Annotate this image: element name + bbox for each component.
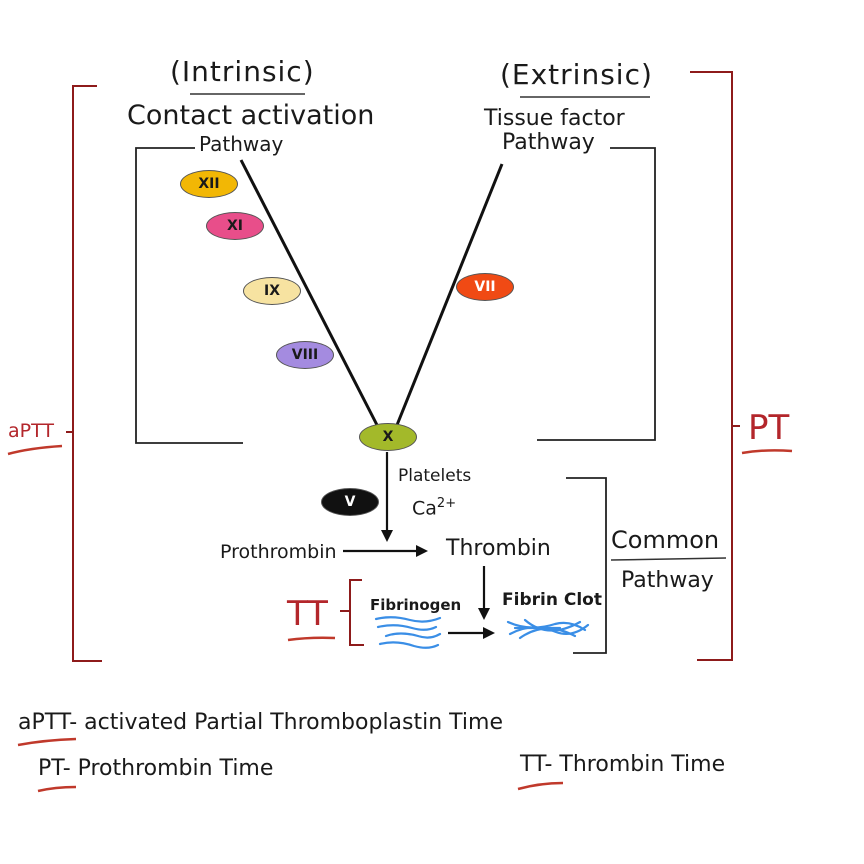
- legend-aptt-abbr: aPTT: [18, 710, 70, 735]
- extrinsic-tag: (Extrinsic): [500, 58, 653, 91]
- factor-viii: VIII: [276, 341, 334, 369]
- platelets-label: Platelets: [398, 466, 472, 486]
- common-label: Common: [611, 526, 720, 554]
- calcium-symbol: Ca: [412, 497, 437, 520]
- x-arrowhead: [381, 530, 393, 542]
- factor-v: V: [321, 488, 379, 516]
- intrinsic-title: Contact activation: [127, 100, 375, 131]
- intrinsic-tag: (Intrinsic): [170, 55, 315, 88]
- fibrinogen-arrowhead: [483, 627, 495, 639]
- legend-pt-underline: [37, 785, 77, 793]
- legend-tt: TT- Thrombin Time: [520, 752, 725, 777]
- thrombin-arrowhead: [478, 608, 490, 620]
- fibrinogen-strands-icon: [374, 616, 442, 649]
- legend-aptt: aPTT- activated Partial Thromboplastin T…: [18, 710, 503, 735]
- legend-aptt-underline: [17, 737, 77, 747]
- legend-pt-text: - Prothrombin Time: [62, 756, 274, 781]
- factor-vii-label: VII: [474, 279, 496, 295]
- factor-xii-label: XII: [198, 176, 220, 192]
- tt-bracket-label: TT: [287, 594, 328, 634]
- factor-xi: XI: [206, 212, 264, 240]
- pt-bracket-label: PT: [748, 408, 790, 448]
- tt-bracket: [349, 579, 364, 646]
- intrinsic-line: [239, 159, 379, 426]
- pathway-label: Pathway: [621, 568, 714, 593]
- aptt-underline: [7, 444, 63, 456]
- pt-underline: [741, 449, 793, 455]
- legend-tt-abbr: TT: [520, 752, 545, 777]
- aptt-bracket-label: aPTT: [8, 420, 54, 442]
- pt-bracket: [690, 71, 733, 661]
- intrinsic-bracket: [135, 147, 243, 444]
- extrinsic-bracket: [537, 147, 656, 441]
- factor-x: X: [359, 423, 417, 451]
- factor-viii-label: VIII: [291, 347, 319, 363]
- calcium-label: Ca2+: [412, 496, 456, 519]
- factor-vii: VII: [456, 273, 514, 301]
- legend-tt-underline: [517, 781, 564, 791]
- extrinsic-subtitle: Pathway: [502, 130, 595, 155]
- common-bracket: [566, 477, 607, 654]
- prothrombin-arrowhead: [416, 545, 428, 557]
- factor-ix: IX: [243, 277, 301, 305]
- legend-aptt-text: - activated Partial Thromboplastin Time: [69, 710, 504, 735]
- fibrin-clot-icon: [506, 618, 590, 640]
- intrinsic-subtitle: Pathway: [199, 132, 284, 156]
- legend-pt-abbr: PT: [38, 756, 63, 781]
- factor-ix-label: IX: [263, 283, 280, 299]
- legend-pt: PT- Prothrombin Time: [38, 756, 273, 781]
- legend-tt-text: - Thrombin Time: [544, 752, 726, 777]
- common-underline: [610, 557, 727, 561]
- factor-xi-label: XI: [226, 218, 243, 234]
- extrinsic-title: Tissue factor: [484, 106, 625, 131]
- extrinsic-line: [395, 163, 504, 426]
- factor-xii: XII: [180, 170, 238, 198]
- aptt-bracket: [72, 85, 102, 662]
- factor-v-label: V: [344, 494, 356, 510]
- thrombin-label: Thrombin: [446, 536, 551, 561]
- factor-x-label: X: [382, 429, 394, 445]
- fibrin-clot-label: Fibrin Clot: [502, 590, 602, 610]
- tt-underline: [287, 636, 336, 642]
- fibrinogen-label: Fibrinogen: [370, 596, 462, 614]
- prothrombin-label: Prothrombin: [220, 541, 337, 563]
- calcium-charge: 2+: [436, 496, 457, 511]
